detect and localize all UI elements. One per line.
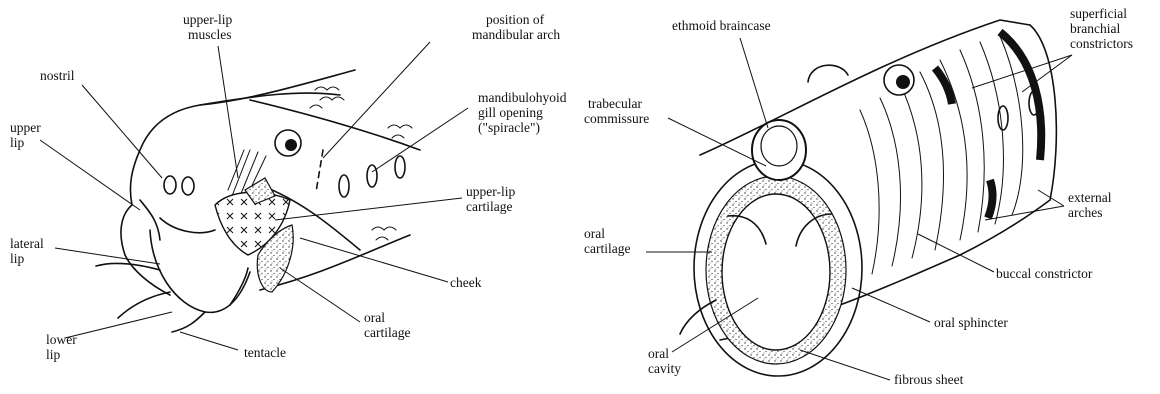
eye-right-pupil (896, 75, 910, 89)
leader-buccal (918, 234, 994, 272)
label-external-arches: external arches (1068, 190, 1115, 220)
label-lower-lip: lower lip (46, 332, 80, 362)
leader-oral-sphincter (852, 288, 930, 322)
body-upper-outline (700, 20, 1030, 155)
leader-mandibulohyoid (372, 108, 468, 172)
label-trabecular-commissure: trabecular commissure (584, 96, 649, 126)
label-position-mandibular-arch: position of mandibular arch (472, 12, 560, 42)
gill-slit-right-1 (998, 106, 1008, 130)
label-upper-lip-muscles: upper-lip muscles (183, 12, 236, 42)
label-cheek: cheek (450, 275, 482, 290)
label-oral-sphincter: oral sphincter (934, 315, 1008, 330)
mandibular-arch-dashes (316, 150, 323, 192)
label-oral-cartilage-right: oral cartilage (584, 226, 630, 256)
gill-opening-3 (395, 156, 405, 178)
left-panel-drawing: nostril upper-lip muscles position of ma… (10, 12, 570, 362)
gill-opening-2 (367, 165, 377, 187)
branchial-bands (935, 32, 1041, 218)
eye-left-pupil (285, 139, 297, 151)
label-ethmoid-braincase: ethmoid braincase (672, 18, 771, 33)
tentacle-1 (96, 263, 160, 270)
leader-mandibular-arch (323, 42, 430, 158)
leader-oral-cartilage (280, 268, 360, 322)
label-buccal-constrictor: buccal constrictor (996, 266, 1093, 281)
label-superficial-branchial-constrictors: superficial branchial constrictors (1070, 6, 1133, 51)
leader-lateral-lip (55, 248, 160, 264)
scroll-marks-3 (372, 227, 396, 240)
label-tentacle: tentacle (244, 345, 286, 360)
label-fibrous-sheet: fibrous sheet (894, 372, 964, 387)
leader-upper-lip-muscles (218, 46, 238, 178)
tentacle-3 (172, 312, 205, 332)
leader-cheek (300, 238, 448, 282)
leader-upper-lip (40, 140, 140, 210)
tentacle-4 (230, 268, 248, 305)
scroll-marks-2 (388, 125, 412, 138)
leader-ethmoid (740, 38, 768, 128)
trabecular-commissure-inner (761, 126, 797, 166)
oral-cavity (722, 194, 830, 350)
scroll-marks-1 (310, 87, 344, 108)
leader-lower-lip (65, 312, 172, 338)
label-oral-cartilage: oral cartilage (364, 310, 410, 340)
label-upper-lip: upper lip (10, 120, 44, 150)
label-oral-cavity: oral cavity (648, 346, 681, 376)
label-nostril: nostril (40, 68, 75, 83)
lateral-lip-fold (160, 218, 215, 233)
leader-tentacle (180, 332, 238, 350)
right-panel-drawing: ethmoid braincase superficial branchial … (584, 6, 1133, 387)
label-lateral-lip: lateral lip (10, 236, 47, 266)
label-upper-lip-cartilage: upper-lip cartilage (466, 184, 519, 214)
leader-trabecular (668, 118, 766, 166)
nostril-1 (164, 176, 176, 194)
dorsal-bump (808, 65, 848, 82)
head-top-line (200, 93, 420, 150)
leader-upper-lip-cartilage (275, 198, 462, 220)
nostril-2 (182, 177, 194, 195)
gill-opening-1 (339, 175, 349, 197)
label-mandibulohyoid: mandibulohyoid gill opening ("spiracle") (478, 90, 570, 135)
